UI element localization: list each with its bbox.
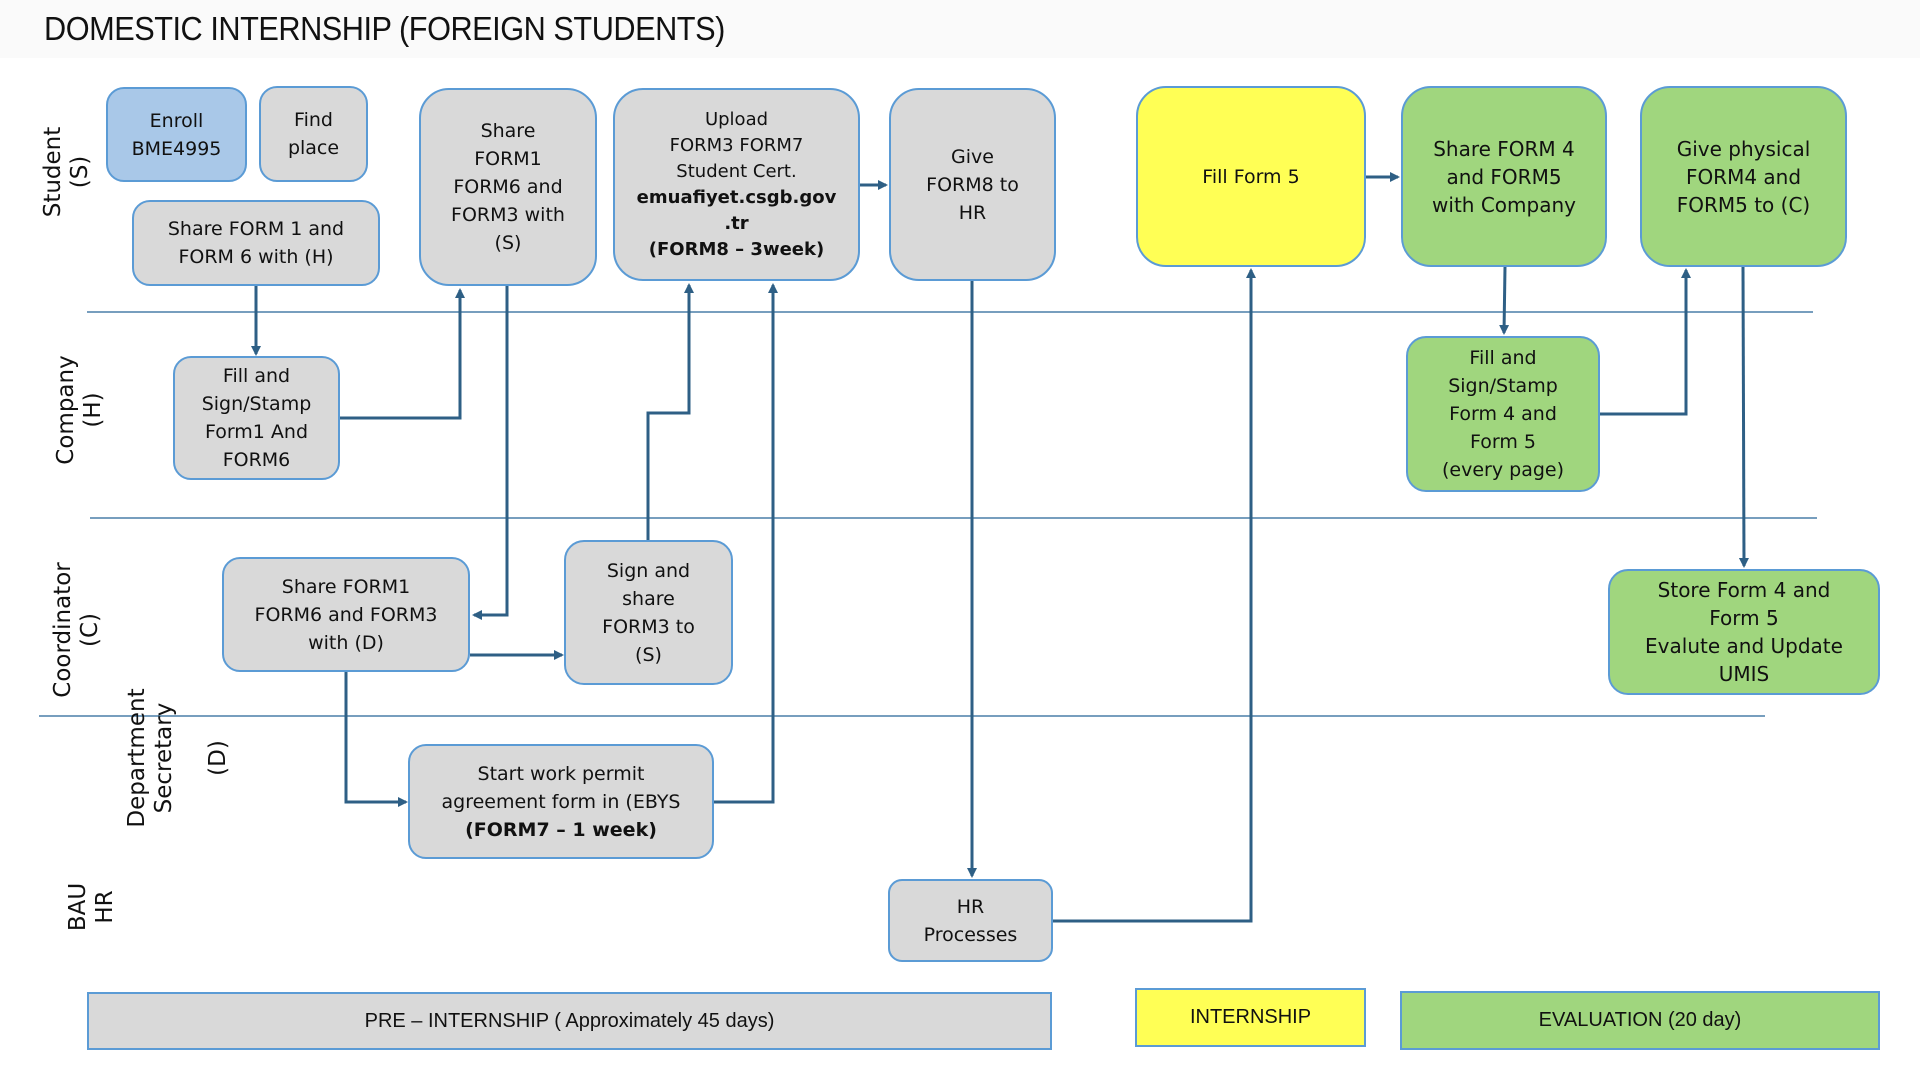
connector-share-s-to-coordinator bbox=[472, 286, 509, 620]
step-give-physical-forms[interactable]: Give physical FORM4 and FORM5 to (C) bbox=[1640, 86, 1847, 267]
title-band bbox=[0, 0, 1920, 58]
step-company-sign-form1[interactable]: Fill and Sign/Stamp Form1 And FORM6 bbox=[173, 356, 340, 480]
connector-company-to-share-s bbox=[340, 288, 465, 420]
work-permit-text: Start work permit agreement form in (EBY… bbox=[441, 762, 681, 813]
step-coordinator-store-evaluate[interactable]: Store Form 4 and Form 5 Evalute and Upda… bbox=[1608, 569, 1880, 695]
connector-hr-to-fill-form5 bbox=[1053, 268, 1256, 923]
lane-label-hr: BAU HR bbox=[65, 883, 119, 931]
work-permit-duration-note: (FORM7 – 1 week) bbox=[465, 818, 657, 841]
upload-url-link[interactable]: emuafiyet.csgb.gov .tr bbox=[636, 186, 837, 234]
step-enroll[interactable]: Enroll BME4995 bbox=[106, 87, 247, 182]
step-upload-forms[interactable]: Upload FORM3 FORM7 Student Cert. emuafiy… bbox=[613, 88, 860, 281]
step-share-form1-form6-company[interactable]: Share FORM 1 and FORM 6 with (H) bbox=[132, 200, 380, 286]
upload-line-1: Upload bbox=[704, 108, 769, 130]
step-coordinator-share-secretary[interactable]: Share FORM1 FORM6 and FORM3 with (D) bbox=[222, 557, 470, 672]
step-share-forms-student[interactable]: Share FORM1 FORM6 and FORM3 with (S) bbox=[419, 88, 597, 286]
lane-name: BAU bbox=[65, 882, 91, 932]
lane-code: HR bbox=[92, 890, 118, 924]
step-secretary-work-permit[interactable]: Start work permit agreement form in (EBY… bbox=[408, 744, 714, 859]
lane-name: Company bbox=[53, 355, 79, 465]
lane-name: Department Secretary bbox=[124, 688, 177, 828]
step-company-sign-form4[interactable]: Fill and Sign/Stamp Form 4 and Form 5 (e… bbox=[1406, 336, 1600, 492]
lane-code: (C) bbox=[77, 613, 103, 648]
lane-code: (D) bbox=[205, 740, 231, 776]
phase-pre-internship: PRE – INTERNSHIP ( Approximately 45 days… bbox=[87, 992, 1052, 1050]
step-give-form8-hr[interactable]: Give FORM8 to HR bbox=[889, 88, 1056, 281]
lane-code: (H) bbox=[80, 392, 106, 428]
connector-coordinator-to-secretary bbox=[344, 672, 408, 807]
step-share-form4-form5[interactable]: Share FORM 4 and FORM5 with Company bbox=[1401, 86, 1607, 267]
lane-code: (S) bbox=[67, 155, 93, 189]
phase-evaluation: EVALUATION (20 day) bbox=[1400, 991, 1880, 1050]
step-fill-form5[interactable]: Fill Form 5 bbox=[1136, 86, 1366, 267]
lane-name: Student bbox=[40, 126, 66, 218]
upload-line-2: FORM3 FORM7 bbox=[669, 134, 804, 156]
connector-give-physical-to-store bbox=[1738, 266, 1749, 568]
lane-label-student: Student (S) bbox=[40, 127, 94, 218]
upload-duration-note: (FORM8 – 3week) bbox=[648, 238, 825, 260]
page-title: DOMESTIC INTERNSHIP (FOREIGN STUDENTS) bbox=[44, 10, 725, 47]
phase-internship: INTERNSHIP bbox=[1135, 988, 1366, 1047]
lane-label-secretary: Department Secretary (D) bbox=[97, 688, 259, 827]
lane-label-coordinator: Coordinator (C) bbox=[50, 562, 104, 697]
connector-sign-to-upload bbox=[646, 283, 694, 540]
lane-label-company: Company (H) bbox=[53, 355, 107, 464]
connector-company-to-give-physical bbox=[1600, 268, 1691, 416]
upload-line-3: Student Cert. bbox=[676, 160, 797, 182]
step-find-place[interactable]: Find place bbox=[259, 86, 368, 182]
connector-share-form4-to-company bbox=[1499, 266, 1510, 335]
step-coordinator-sign-share[interactable]: Sign and share FORM3 to (S) bbox=[564, 540, 733, 685]
step-hr-processes[interactable]: HR Processes bbox=[888, 879, 1053, 962]
lane-name: Coordinator bbox=[50, 562, 76, 698]
